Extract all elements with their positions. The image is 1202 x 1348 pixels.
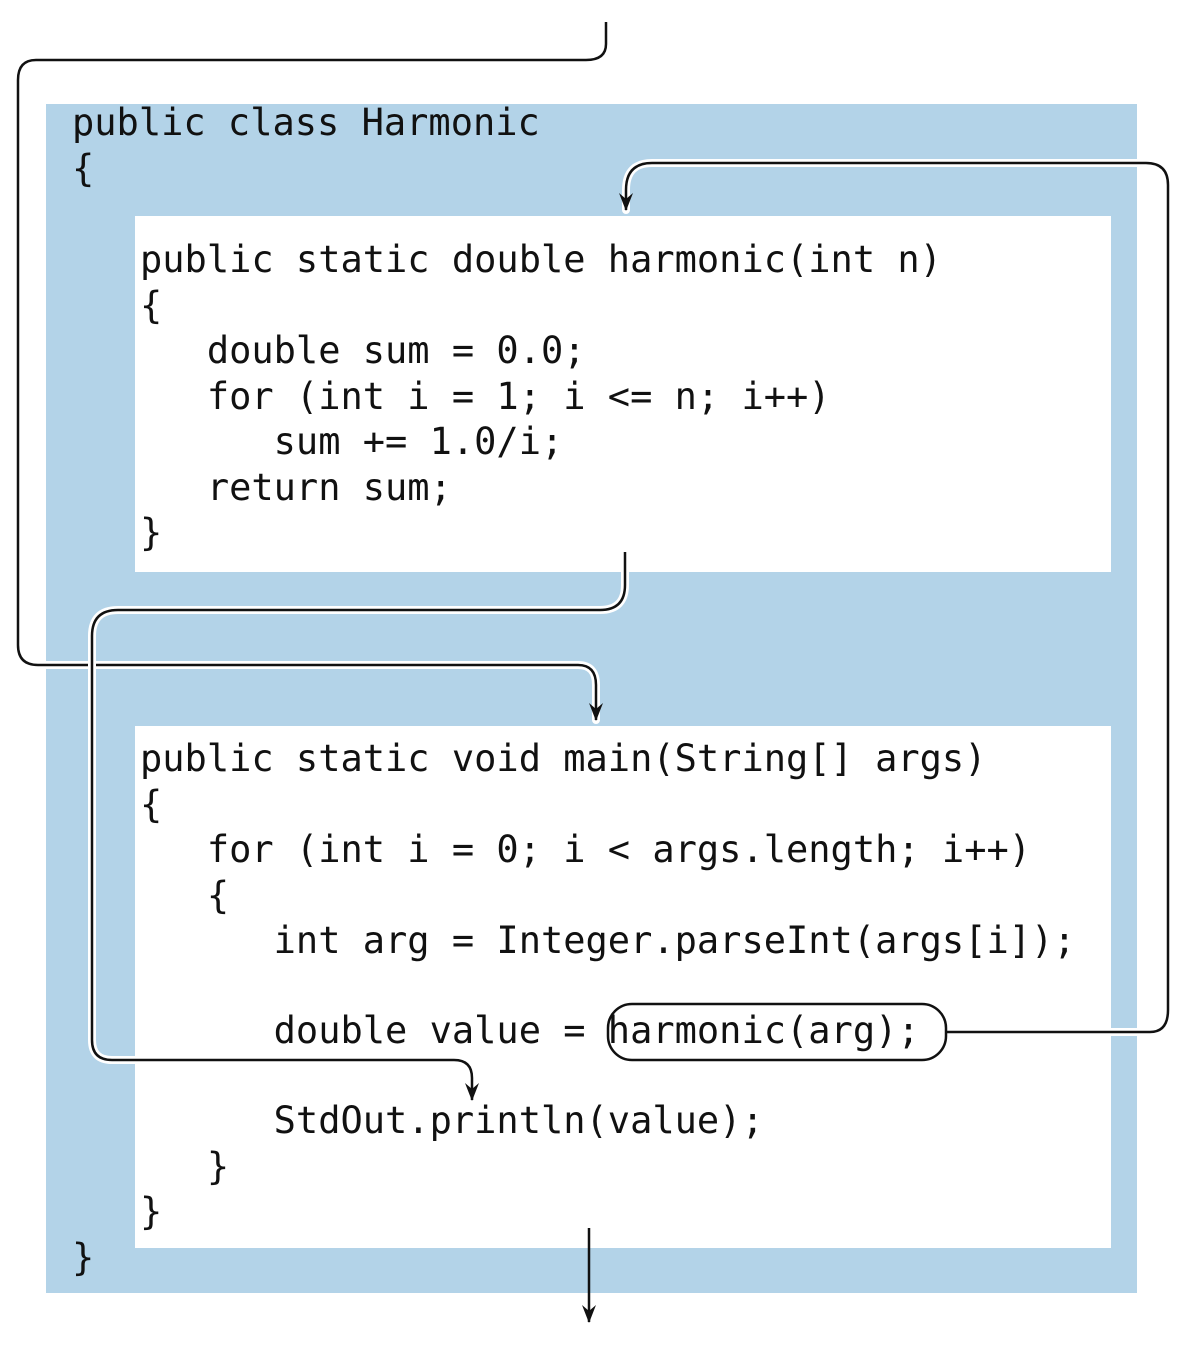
- class-open-brace: {: [72, 147, 95, 190]
- harmonic-line-1: public static double harmonic(int n): [140, 238, 942, 281]
- main-line-10: }: [140, 1145, 230, 1188]
- main-line-9: StdOut.println(value);: [140, 1099, 764, 1142]
- main-line-11: }: [140, 1190, 163, 1233]
- harmonic-call-highlight: [606, 1002, 948, 1062]
- main-method-block: [135, 726, 1111, 1248]
- call-to-harmonic-arrow: [622, 159, 1172, 1036]
- return-to-main-arrow: [88, 548, 629, 1104]
- main-line-5: int arg = Integer.parseInt(args[i]);: [140, 919, 1076, 962]
- main-line-7: double value = harmonic(arg);: [140, 1009, 920, 1052]
- harmonic-method-block: [135, 216, 1111, 572]
- harmonic-line-4: for (int i = 1; i <= n; i++): [140, 375, 831, 418]
- harmonic-line-7: }: [140, 511, 163, 554]
- harmonic-line-5: sum += 1.0/i;: [140, 420, 564, 463]
- main-line-1: public static void main(String[] args): [140, 737, 987, 780]
- harmonic-line-3: double sum = 0.0;: [140, 329, 586, 372]
- harmonic-line-6: return sum;: [140, 466, 452, 509]
- class-header: public class Harmonic: [72, 101, 540, 144]
- main-line-3: for (int i = 0; i < args.length; i++): [140, 828, 1032, 871]
- harmonic-line-2: {: [140, 284, 163, 327]
- class-close-brace: }: [72, 1236, 95, 1279]
- main-line-4: {: [140, 874, 230, 917]
- main-line-2: {: [140, 783, 163, 826]
